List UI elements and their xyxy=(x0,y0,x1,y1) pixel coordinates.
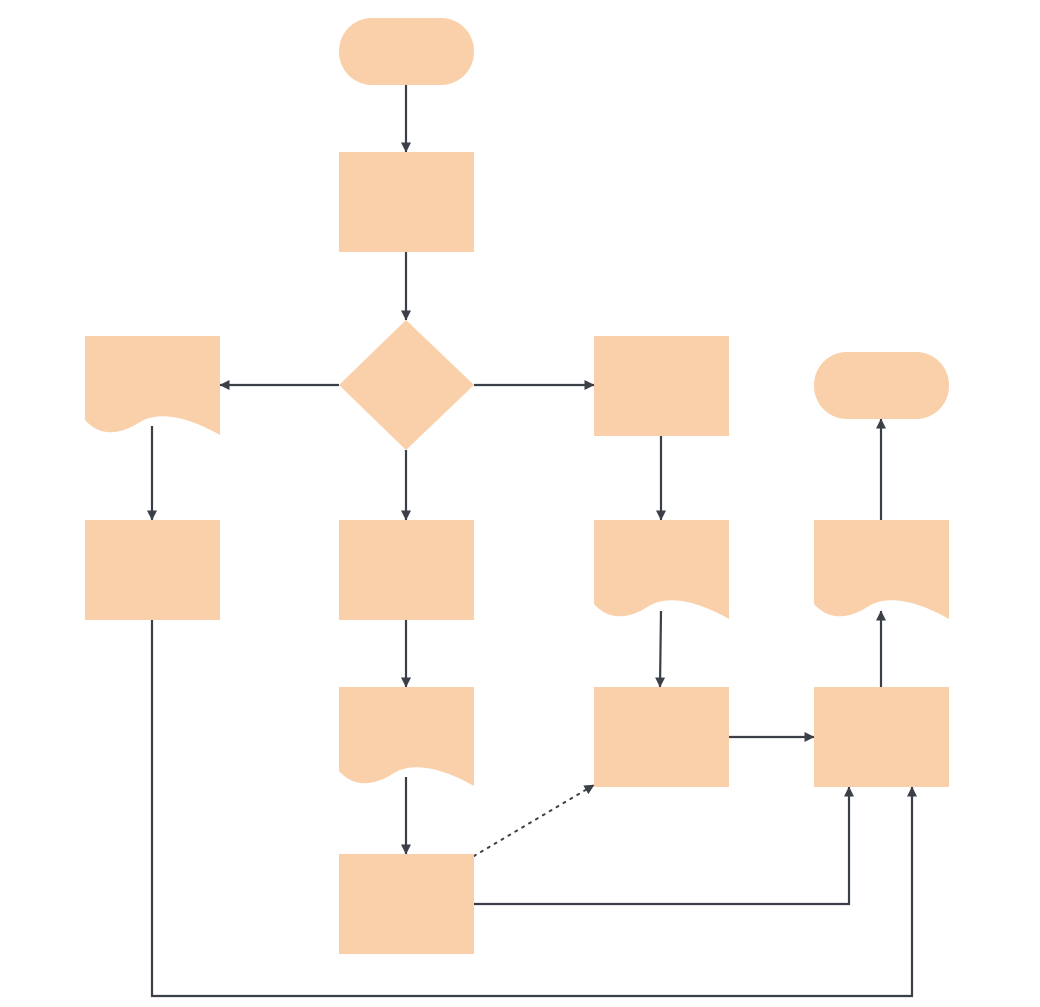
node-process-right-bottom[interactable] xyxy=(594,687,729,787)
connectors xyxy=(147,85,917,998)
edge-process-bottom-to-process-far-right xyxy=(474,786,854,906)
node-decision-diamond[interactable] xyxy=(339,320,474,450)
nodes xyxy=(85,18,949,954)
node-end-terminator[interactable] xyxy=(814,352,949,419)
node-process-far-right[interactable] xyxy=(814,687,949,787)
edge-process-left-to-process-far-right xyxy=(150,620,917,998)
node-start-terminator[interactable] xyxy=(339,18,474,85)
node-process-center[interactable] xyxy=(339,520,474,620)
node-document-right[interactable] xyxy=(594,520,729,619)
node-document-left[interactable] xyxy=(85,336,220,435)
node-process-1[interactable] xyxy=(339,152,474,252)
edge-process-bottom-to-process-right-bottom xyxy=(473,784,595,857)
node-process-left[interactable] xyxy=(85,520,220,620)
node-process-bottom[interactable] xyxy=(339,854,474,954)
edge-document-right-to-process-right-bottom xyxy=(655,610,666,688)
node-document-center[interactable] xyxy=(339,687,474,786)
node-document-far-right[interactable] xyxy=(814,520,949,619)
node-process-right-top[interactable] xyxy=(594,336,729,436)
